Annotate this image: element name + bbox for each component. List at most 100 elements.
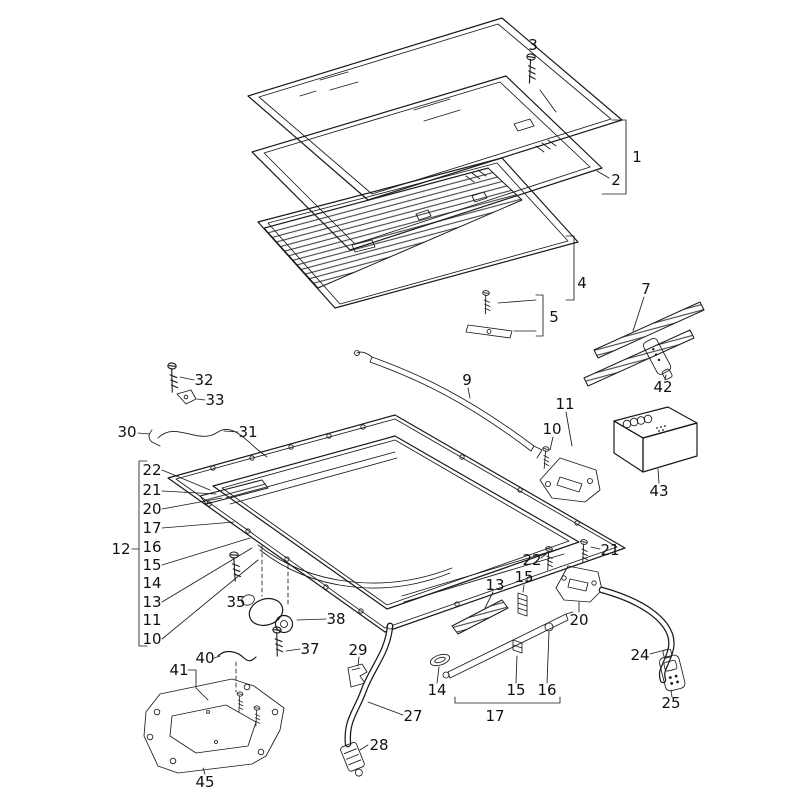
- brand-rings-icon: [622, 414, 653, 429]
- grommet-inner: [434, 656, 446, 664]
- leader-28: [359, 744, 369, 751]
- leader-30: [137, 432, 150, 435]
- bow-rail: [369, 356, 535, 452]
- leader-32: [179, 376, 195, 381]
- part-label-14: 14: [427, 681, 446, 699]
- leader-2: [596, 170, 610, 179]
- part-label-4: 4: [577, 274, 587, 292]
- leader-15-upper: [522, 584, 525, 593]
- motor-gear-hub: [280, 620, 288, 628]
- drain-hose-27: [344, 622, 394, 748]
- plug-25: [659, 648, 686, 692]
- callout-lines: [131, 89, 673, 775]
- parts-box-43: [613, 406, 698, 473]
- part-label-35: 35: [226, 593, 245, 611]
- part-label-17: 17: [485, 707, 504, 725]
- part-label-28: 28: [369, 736, 388, 754]
- part-label-2: 2: [611, 171, 621, 189]
- part-label-15: 15: [506, 681, 525, 699]
- part-label-14: 14: [142, 574, 161, 592]
- leader-42: [664, 374, 667, 381]
- leader-21: [590, 546, 601, 550]
- part-label-11: 11: [555, 395, 574, 413]
- sunshade-outer-edge: [257, 157, 579, 309]
- part-label-15: 15: [514, 568, 533, 586]
- drive-motor-38: [241, 594, 294, 634]
- part-label-40: 40: [195, 649, 214, 667]
- bow-end-fitting: [533, 445, 543, 459]
- part-label-10: 10: [542, 420, 561, 438]
- cable-hook-30: [148, 429, 161, 447]
- spring-15-upper: [517, 592, 528, 617]
- leader-10: [549, 436, 554, 451]
- slider-13: [451, 599, 509, 635]
- part-label-20: 20: [142, 500, 161, 518]
- lifter-bar-16-17: [442, 611, 574, 679]
- leader-9: [467, 387, 471, 399]
- plug-window: [663, 659, 678, 672]
- sealant-tube-42: [643, 337, 673, 380]
- sunshade-panel: [257, 157, 579, 339]
- leader-16: [546, 631, 550, 684]
- frame-drive-cable: [257, 544, 453, 589]
- part-label-21: 21: [142, 481, 161, 499]
- leader-40: [213, 655, 221, 659]
- box-right-face: [642, 422, 698, 473]
- ball-16: [544, 622, 554, 632]
- main-frame-12: [167, 414, 626, 633]
- part-label-13: 13: [485, 576, 504, 594]
- callout-bracket-1: [601, 119, 627, 195]
- glass-reflection-marks: [299, 71, 461, 122]
- leader-25: [670, 689, 673, 698]
- bracket-hole: [545, 481, 551, 487]
- grommet-14: [429, 653, 451, 667]
- part-label-12: 12: [111, 540, 130, 558]
- leader-45: [202, 767, 206, 775]
- bow-end-eyelet: [354, 350, 360, 356]
- part-label-20: 20: [569, 611, 588, 629]
- part-label-3: 3: [528, 36, 538, 54]
- leader-33: [196, 398, 206, 401]
- part-label-42: 42: [653, 378, 672, 396]
- part-label-17: 17: [142, 519, 161, 537]
- part-label-38: 38: [326, 610, 345, 628]
- tube-dot: [654, 353, 658, 356]
- assembly-dashes: [235, 545, 289, 693]
- leader-11: [565, 411, 573, 447]
- part-label-41: 41: [169, 661, 188, 679]
- tube-dot: [657, 358, 661, 362]
- part-label-32: 32: [194, 371, 213, 389]
- frame-opening-inner: [221, 439, 570, 606]
- part-label-43: 43: [649, 482, 668, 500]
- leader-29: [357, 656, 360, 667]
- leader-14: [436, 666, 440, 684]
- part-label-37: 37: [300, 640, 319, 658]
- part-label-7: 7: [641, 280, 651, 298]
- callout-bracket-17: [454, 696, 561, 704]
- leader-7: [632, 296, 645, 332]
- leader-31: [223, 430, 239, 433]
- plug-nipple: [662, 648, 673, 659]
- leader-15-lower: [515, 655, 518, 684]
- leader-43: [657, 468, 660, 484]
- leader-3: [539, 89, 557, 113]
- part-label-5: 5: [549, 308, 559, 326]
- bracket-hole: [561, 575, 567, 581]
- leader-38: [296, 618, 327, 621]
- deflector-bow-9: [354, 350, 543, 459]
- clip-hole: [183, 394, 189, 400]
- callout-bracket-4: [565, 235, 575, 301]
- part-label-9: 9: [462, 371, 472, 389]
- box-print-dots: [656, 425, 666, 432]
- bar-end-eyelet: [442, 671, 450, 679]
- clamp-outline: [347, 663, 368, 688]
- part-label-11: 11: [142, 611, 161, 629]
- frame-outer-edge: [167, 414, 626, 633]
- leader-27: [367, 701, 404, 716]
- hose-top-ring: [386, 622, 394, 630]
- hose-connector-28: [340, 742, 365, 777]
- cable-31: [157, 429, 268, 458]
- frame-rim-holes: [206, 424, 580, 614]
